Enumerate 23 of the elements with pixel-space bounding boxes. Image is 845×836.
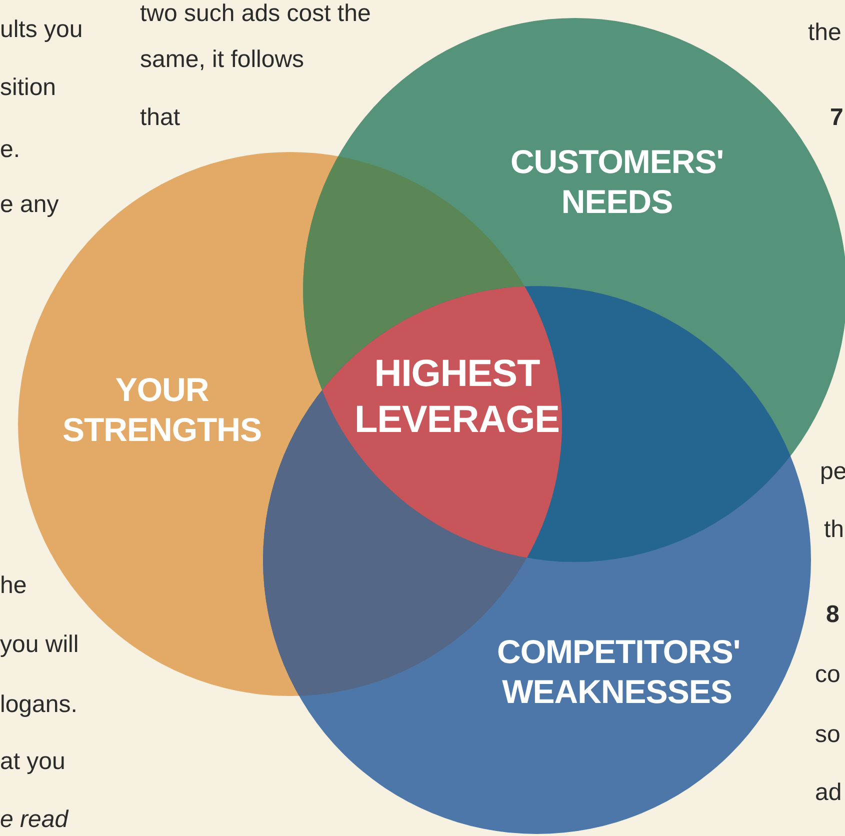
body-text-fragment: ults you [0,16,83,44]
body-text-fragment: 7 [830,104,844,132]
region-label: CUSTOMERS' NEEDS [509,142,725,222]
region-label: HIGHEST LEVERAGE [353,352,561,443]
body-text-fragment: ad [815,779,842,807]
body-text-fragment: 8 [826,601,840,629]
body-text-fragment: co [815,661,840,689]
body-text-fragment: at you [0,748,66,776]
body-text-fragment: he [0,572,27,600]
body-text-fragment: the [808,19,842,47]
body-text-fragment: sition [0,74,56,102]
body-text-fragment: e any [0,191,59,219]
region-label: YOUR STRENGTHS [61,370,262,450]
region-label: COMPETITORS' WEAKNESSES [497,632,737,712]
body-text-fragment: th [824,516,844,544]
body-text-fragment: logans. [0,691,78,719]
body-text-fragment: same, it follows [140,46,304,74]
body-text-fragment: so [815,721,840,749]
body-text-fragment: e. [0,136,20,164]
body-text-fragment: you will [0,631,79,659]
body-text-fragment: two such ads cost the [140,0,371,28]
body-text-fragment: e read [0,806,68,834]
body-text-fragment: that [140,104,180,132]
